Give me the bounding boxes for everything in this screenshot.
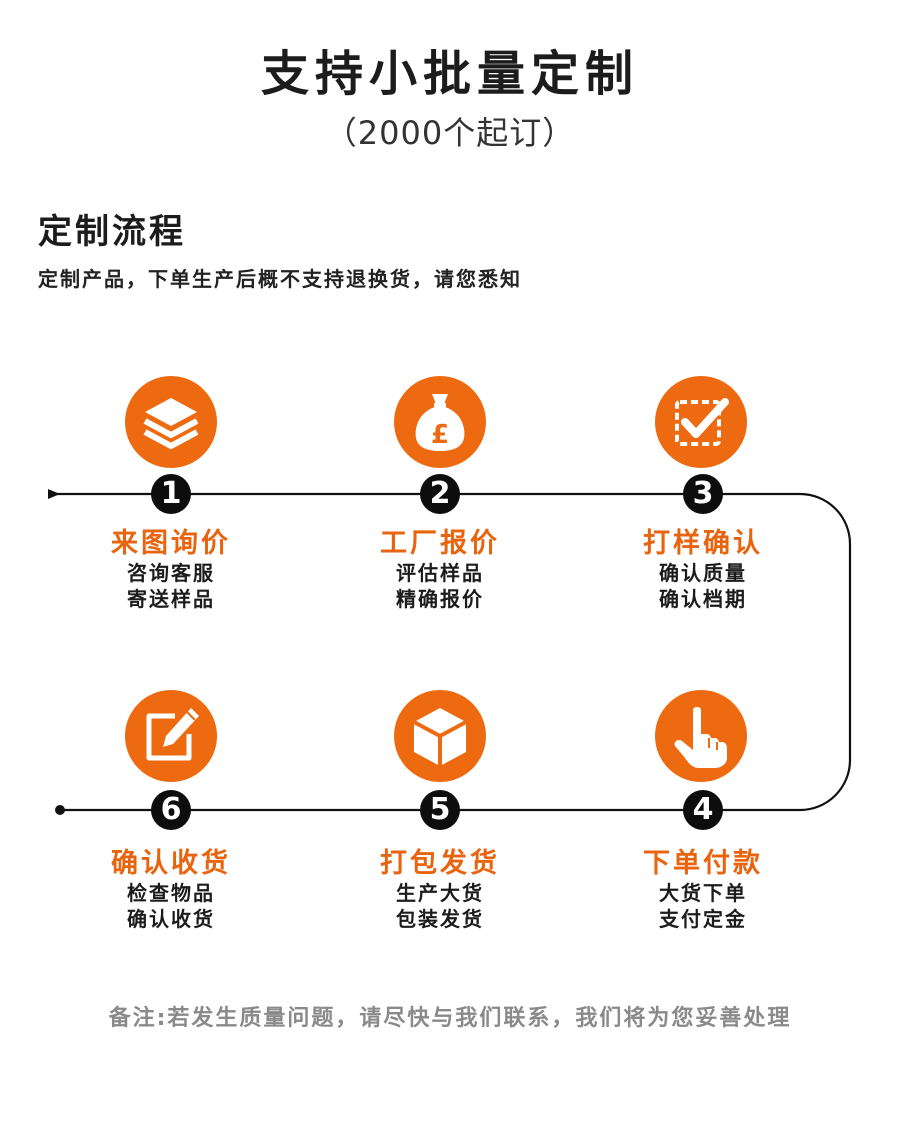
step-3-line-2: 确认档期 xyxy=(659,587,747,611)
edit-icon xyxy=(146,708,199,761)
step-5-icon-circle xyxy=(394,690,486,782)
page-subtitle: （2000个起订） xyxy=(324,114,576,152)
hand-pointer-icon xyxy=(674,707,727,768)
page-title: 支持小批量定制 xyxy=(260,46,639,102)
step-1-icon-circle xyxy=(125,376,217,468)
money-bag-icon: £ xyxy=(415,394,465,451)
step-1-line-2: 寄送样品 xyxy=(127,587,215,611)
step-1-title: 来图询价 xyxy=(111,528,231,559)
step-6-line-1: 检查物品 xyxy=(127,881,215,905)
step-1-number: 1 xyxy=(151,474,191,514)
section-title: 定制流程 xyxy=(38,212,186,252)
step-5-title: 打包发货 xyxy=(380,848,500,879)
step-3-title: 打样确认 xyxy=(643,528,763,559)
box-icon xyxy=(413,708,467,766)
step-6-icon-circle xyxy=(125,690,217,782)
step-4-line-2: 支付定金 xyxy=(659,907,747,931)
step-3-line-1: 确认质量 xyxy=(659,561,747,585)
step-5-number: 5 xyxy=(420,790,460,830)
step-2-number: 2 xyxy=(420,474,460,514)
step-2-line-1: 评估样品 xyxy=(396,561,484,585)
step-3-number: 3 xyxy=(683,474,723,514)
step-6-number: 6 xyxy=(151,790,191,830)
step-4-line-1: 大货下单 xyxy=(659,881,747,905)
step-5-line-1: 生产大货 xyxy=(396,881,484,905)
step-4-icon-circle xyxy=(655,690,747,782)
step-4-title: 下单付款 xyxy=(643,848,763,879)
checkbox-icon xyxy=(675,398,729,446)
step-2-icon-circle: £ xyxy=(394,376,486,468)
step-2-title: 工厂报价 xyxy=(380,528,500,559)
step-6-line-2: 确认收货 xyxy=(127,907,215,931)
step-6-title: 确认收货 xyxy=(111,848,231,879)
layers-icon xyxy=(143,398,199,449)
svg-text:£: £ xyxy=(431,420,449,450)
step-3-icon-circle xyxy=(655,376,747,468)
step-4-number: 4 xyxy=(683,790,723,830)
step-5-line-2: 包装发货 xyxy=(396,907,484,931)
step-2-line-2: 精确报价 xyxy=(396,587,484,611)
footer-note: 备注:若发生质量问题，请尽快与我们联系，我们将为您妥善处理 xyxy=(108,1006,792,1031)
step-1-line-1: 咨询客服 xyxy=(127,561,215,585)
section-note: 定制产品，下单生产后概不支持退换货，请您悉知 xyxy=(38,267,522,291)
